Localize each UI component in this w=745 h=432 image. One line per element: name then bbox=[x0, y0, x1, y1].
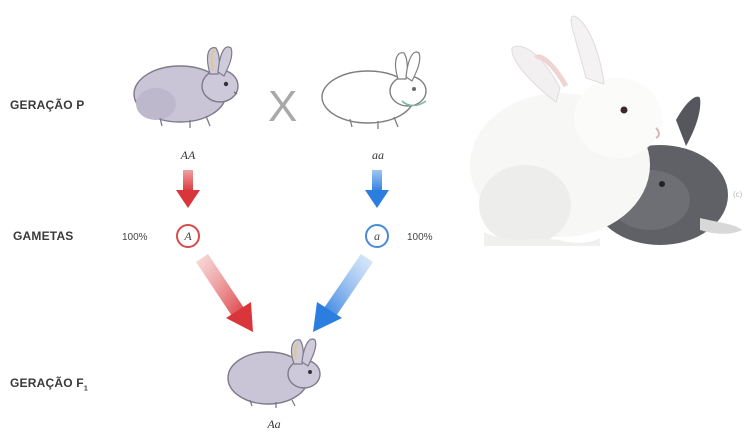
offspring-genotype: Aa bbox=[254, 417, 294, 432]
rabbits-photo bbox=[470, 16, 742, 246]
cross-symbol: X bbox=[268, 82, 297, 132]
gray-rabbit-parent bbox=[134, 47, 238, 128]
photo-credit-mark: (c) bbox=[733, 190, 742, 199]
blue-down-arrow bbox=[365, 170, 389, 208]
gamete-left-allele: A bbox=[176, 224, 200, 248]
gamete-right-percent: 100% bbox=[407, 232, 433, 243]
blue-diagonal-arrow bbox=[313, 254, 373, 332]
red-diagonal-arrow bbox=[196, 254, 253, 332]
parent-left-genotype: AA bbox=[168, 148, 208, 163]
red-down-arrow bbox=[176, 170, 200, 208]
gray-rabbit-offspring bbox=[228, 339, 320, 408]
gamete-right-allele: a bbox=[365, 224, 389, 248]
gamete-left-percent: 100% bbox=[122, 232, 148, 243]
white-rabbit-parent bbox=[322, 52, 426, 129]
parent-right-genotype: aa bbox=[358, 148, 398, 163]
